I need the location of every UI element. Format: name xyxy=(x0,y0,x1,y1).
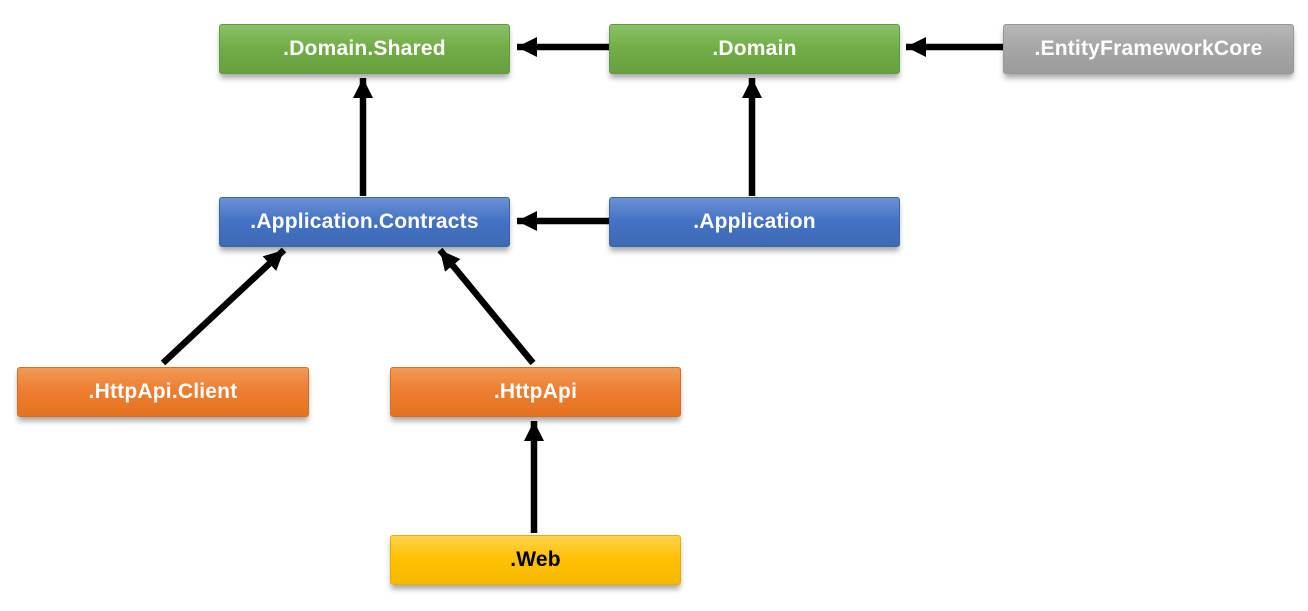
node-domain-shared: .Domain.Shared xyxy=(219,24,510,74)
node-httpapi-client-label: .HttpApi.Client xyxy=(88,380,238,403)
node-httpapi-client: .HttpApi.Client xyxy=(17,367,309,417)
node-application-contracts-label: .Application.Contracts xyxy=(250,210,479,233)
node-entity-framework-core-label: .EntityFrameworkCore xyxy=(1034,37,1263,60)
arrow-httpapi-client-to-application-contracts xyxy=(160,247,287,366)
node-application: .Application xyxy=(609,197,900,247)
node-application-label: .Application xyxy=(693,210,816,233)
node-web-label: .Web xyxy=(510,548,561,571)
arrow-httpapi-to-application-contracts xyxy=(437,247,536,366)
node-web: .Web xyxy=(390,535,681,585)
node-application-contracts: .Application.Contracts xyxy=(219,197,510,247)
node-entity-framework-core: .EntityFrameworkCore xyxy=(1003,24,1294,74)
node-domain-shared-label: .Domain.Shared xyxy=(283,37,446,60)
node-domain-label: .Domain xyxy=(712,37,797,60)
node-httpapi-label: .HttpApi xyxy=(493,380,578,403)
node-httpapi: .HttpApi xyxy=(390,367,681,417)
node-domain: .Domain xyxy=(609,24,900,74)
